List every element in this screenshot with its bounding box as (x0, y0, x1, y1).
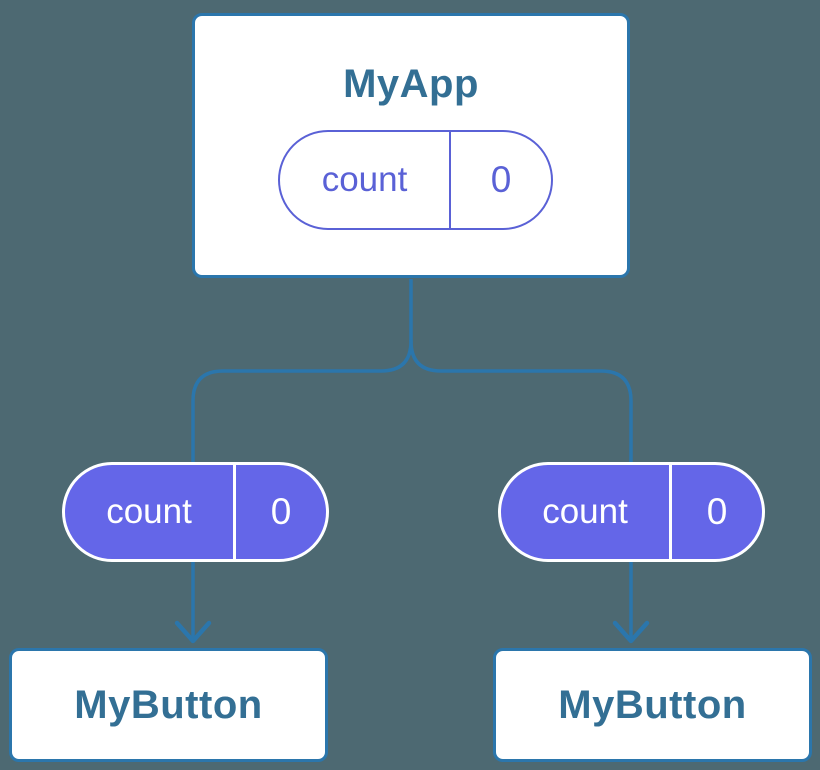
component-node-mybutton-left: MyButton (9, 648, 328, 762)
state-pill-left-child: count 0 (62, 462, 329, 562)
state-label: count (280, 132, 451, 228)
component-node-mybutton-right: MyButton (493, 648, 812, 762)
component-node-myapp: MyApp count 0 (192, 13, 630, 278)
branch-right-connector-line (409, 339, 633, 640)
branch-left-connector-line (191, 339, 413, 640)
state-pill-myapp: count 0 (278, 130, 553, 230)
arrow-down-icon-right (612, 620, 650, 644)
state-label: count (501, 465, 672, 559)
state-label: count (65, 465, 236, 559)
state-pill-right-child: count 0 (498, 462, 765, 562)
state-value: 0 (706, 491, 728, 532)
state-value: 0 (270, 491, 292, 532)
arrow-down-icon-left (174, 620, 212, 644)
state-value: 0 (490, 159, 512, 200)
component-title-mybutton-right: MyButton (558, 682, 747, 727)
component-title-mybutton-left: MyButton (74, 682, 263, 727)
component-title-myapp: MyApp (343, 62, 479, 106)
